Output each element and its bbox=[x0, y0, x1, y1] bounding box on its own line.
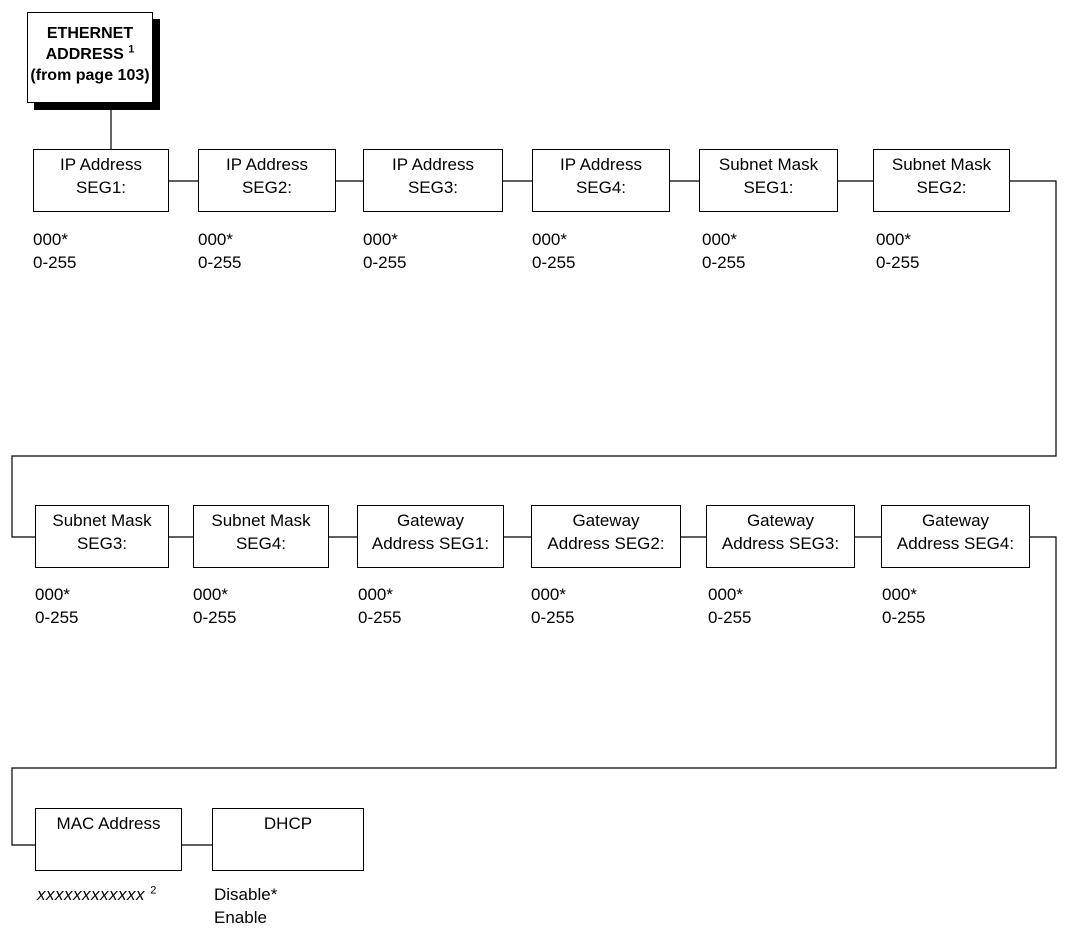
default-value: 000* bbox=[708, 585, 743, 604]
subnet-mask-seg4-box: Subnet Mask SEG4: bbox=[193, 505, 329, 568]
default-value: 000* bbox=[882, 585, 917, 604]
header-line1: ETHERNET bbox=[46, 25, 134, 42]
box-label: Address SEG1: bbox=[371, 534, 490, 553]
box-label: IP Address bbox=[560, 155, 642, 174]
value-range: 0-255 bbox=[876, 253, 920, 272]
box-label: IP Address bbox=[392, 155, 474, 174]
gateway-address-seg3-box: Gateway Address SEG3: bbox=[706, 505, 855, 568]
subnet-mask-seg3-box: Subnet Mask SEG3: bbox=[35, 505, 169, 568]
default-value: 000* bbox=[363, 230, 398, 249]
default-value: 000* bbox=[358, 585, 393, 604]
box-label: SEG4: bbox=[235, 534, 287, 553]
default-value: 000* bbox=[193, 585, 228, 604]
ip-address-seg3-box: IP Address SEG3: bbox=[363, 149, 503, 212]
box-label: Gateway bbox=[396, 511, 465, 530]
subnet-mask-seg2-values: 000* 0-255 bbox=[876, 228, 919, 274]
default-value: 000* bbox=[531, 585, 566, 604]
ip-address-seg1-values: 000* 0-255 bbox=[33, 228, 76, 274]
default-value: 000* bbox=[33, 230, 68, 249]
value-range: 0-255 bbox=[882, 608, 926, 627]
value-range: 0-255 bbox=[35, 608, 79, 627]
value-range: 0-255 bbox=[363, 253, 407, 272]
gateway-address-seg4-values: 000* 0-255 bbox=[882, 583, 925, 629]
gateway-address-seg4-box: Gateway Address SEG4: bbox=[881, 505, 1030, 568]
mac-placeholder: xxxxxxxxxxxx bbox=[37, 885, 145, 904]
value-range: 0-255 bbox=[198, 253, 242, 272]
ethernet-address-header: ETHERNET ADDRESS 1 (from page 103) bbox=[27, 12, 153, 103]
box-label: Gateway bbox=[746, 511, 815, 530]
gateway-address-seg1-box: Gateway Address SEG1: bbox=[357, 505, 504, 568]
gateway-address-seg2-box: Gateway Address SEG2: bbox=[531, 505, 681, 568]
box-label: Address SEG2: bbox=[547, 534, 665, 553]
value-range: 0-255 bbox=[531, 608, 575, 627]
default-value: 000* bbox=[35, 585, 70, 604]
value-range: 0-255 bbox=[33, 253, 77, 272]
ip-address-seg2-box: IP Address SEG2: bbox=[198, 149, 336, 212]
ip-address-seg4-values: 000* 0-255 bbox=[532, 228, 575, 274]
subnet-mask-seg1-values: 000* 0-255 bbox=[702, 228, 745, 274]
gateway-address-seg3-values: 000* 0-255 bbox=[708, 583, 751, 629]
default-value: 000* bbox=[198, 230, 233, 249]
dhcp-option-disable: Disable* bbox=[214, 885, 278, 904]
value-range: 0-255 bbox=[358, 608, 402, 627]
box-label: SEG2: bbox=[916, 178, 967, 197]
value-range: 0-255 bbox=[193, 608, 237, 627]
box-label: Address SEG3: bbox=[721, 534, 840, 553]
header-line2: ADDRESS 1 bbox=[45, 43, 135, 63]
box-label: Gateway bbox=[921, 511, 990, 530]
gateway-address-seg2-values: 000* 0-255 bbox=[531, 583, 574, 629]
box-label: SEG1: bbox=[75, 178, 127, 197]
box-label: DHCP bbox=[263, 814, 313, 833]
box-label: SEG3: bbox=[76, 534, 128, 553]
value-range: 0-255 bbox=[702, 253, 746, 272]
subnet-mask-seg4-values: 000* 0-255 bbox=[193, 583, 236, 629]
header-line3: (from page 103) bbox=[30, 67, 150, 84]
box-label: Subnet Mask bbox=[211, 511, 311, 530]
subnet-mask-seg3-values: 000* 0-255 bbox=[35, 583, 78, 629]
footnote-2-marker: 2 bbox=[150, 884, 157, 897]
ip-address-seg1-box: IP Address SEG1: bbox=[33, 149, 169, 212]
box-label: MAC Address bbox=[56, 814, 161, 833]
ip-address-seg4-box: IP Address SEG4: bbox=[532, 149, 670, 212]
mac-address-box: MAC Address bbox=[35, 808, 182, 871]
box-label: SEG1: bbox=[743, 178, 794, 197]
gateway-address-seg1-values: 000* 0-255 bbox=[358, 583, 401, 629]
subnet-mask-seg1-box: Subnet Mask SEG1: bbox=[699, 149, 838, 212]
default-value: 000* bbox=[876, 230, 911, 249]
box-label: SEG4: bbox=[575, 178, 627, 197]
value-range: 0-255 bbox=[708, 608, 752, 627]
default-value: 000* bbox=[702, 230, 737, 249]
footnote-1-marker: 1 bbox=[128, 43, 135, 56]
box-label: Subnet Mask bbox=[718, 155, 819, 174]
subnet-mask-seg2-box: Subnet Mask SEG2: bbox=[873, 149, 1010, 212]
box-label: Gateway bbox=[572, 511, 640, 530]
mac-address-value: xxxxxxxxxxxx 2 bbox=[37, 883, 157, 906]
value-range: 0-255 bbox=[532, 253, 576, 272]
box-label: SEG3: bbox=[407, 178, 459, 197]
dhcp-option-enable: Enable bbox=[214, 908, 267, 927]
ip-address-seg3-values: 000* 0-255 bbox=[363, 228, 406, 274]
box-label: Subnet Mask bbox=[52, 511, 152, 530]
dhcp-values: Disable* Enable bbox=[214, 883, 277, 929]
ip-address-seg2-values: 000* 0-255 bbox=[198, 228, 241, 274]
dhcp-box: DHCP bbox=[212, 808, 364, 871]
box-label: IP Address bbox=[60, 155, 142, 174]
box-label: SEG2: bbox=[241, 178, 293, 197]
box-label: IP Address bbox=[226, 155, 308, 174]
default-value: 000* bbox=[532, 230, 567, 249]
box-label: Subnet Mask bbox=[891, 155, 992, 174]
box-label: Address SEG4: bbox=[896, 534, 1015, 553]
